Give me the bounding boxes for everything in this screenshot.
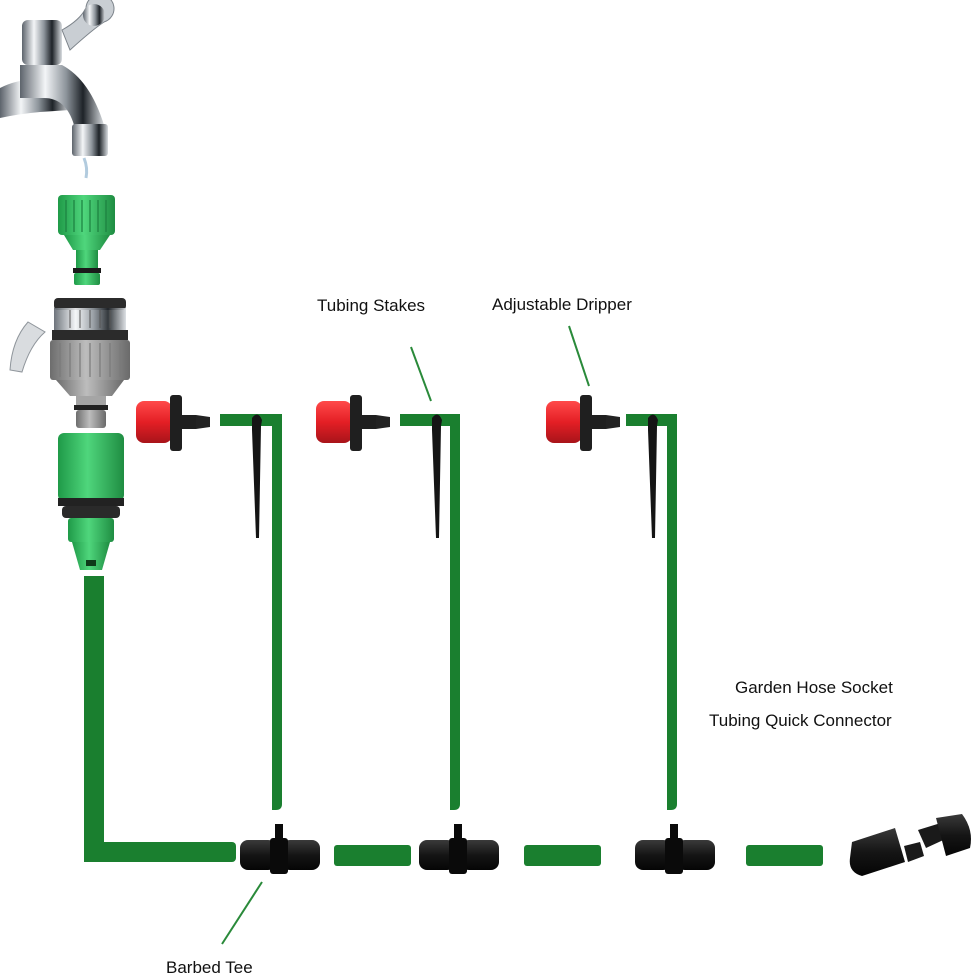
stake-icon [648,414,658,538]
main-tubing-vertical [84,576,104,862]
barbed-tee-icon [635,824,715,874]
dripper-icon [546,395,620,451]
branch-tubing-1 [220,414,282,810]
dripper-icon [316,395,390,451]
label-garden-hose-socket: Garden Hose Socket [735,678,893,697]
tap-adapter-icon [58,195,115,285]
leader-line-barbed-tee [221,881,263,945]
tubing-segment-3 [746,845,823,866]
leader-line-adjustable-dripper [568,325,590,387]
quick-connector-icon [58,433,124,570]
stake-icon [252,414,262,538]
faucet-icon [0,0,115,179]
label-tubing-quick-connector: Tubing Quick Connector [709,711,892,730]
tubing-segment-2 [524,845,601,866]
main-tubing-horizontal [84,842,236,862]
end-plug-icon [849,814,971,876]
label-tubing-stakes: Tubing Stakes [317,296,426,315]
branch-tubing-3 [626,414,677,810]
label-barbed-tee: Barbed Tee [166,958,253,977]
universal-connector-icon [9,298,130,428]
stake-icon [432,414,442,538]
label-adjustable-dripper: Adjustable Dripper [492,295,632,314]
leader-lines [221,325,590,945]
leader-line-tubing-stakes [410,346,432,402]
dripper-icon [136,395,210,451]
tubing [84,414,823,866]
barbed-tee-icon [419,824,499,874]
branch-tubing-2 [400,414,460,810]
tubing-segment-1 [334,845,411,866]
barbed-tee-icon [240,824,320,874]
